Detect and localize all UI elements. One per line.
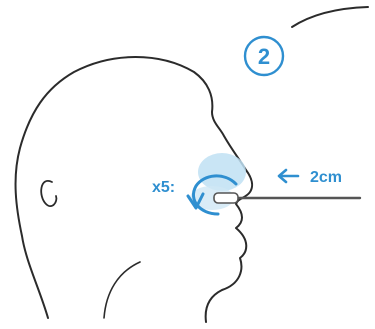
nasal-cavity-highlight — [198, 153, 246, 191]
step-number-badge — [243, 35, 285, 77]
circular-arrow-head — [186, 192, 205, 210]
distance-label: 2cm — [310, 169, 342, 186]
left-arrow-head — [277, 168, 288, 184]
swab-tip — [213, 192, 239, 204]
circular-arrow-icon — [192, 174, 238, 216]
adjacent-head-outline — [291, 6, 369, 28]
head-profile-outline — [14, 56, 254, 323]
jaw-outline — [103, 261, 141, 319]
repetitions-label: x5: — [152, 179, 175, 196]
nasal-passage-highlight — [190, 186, 234, 210]
ear-outline — [40, 180, 58, 208]
step-number: 2 — [258, 44, 270, 69]
